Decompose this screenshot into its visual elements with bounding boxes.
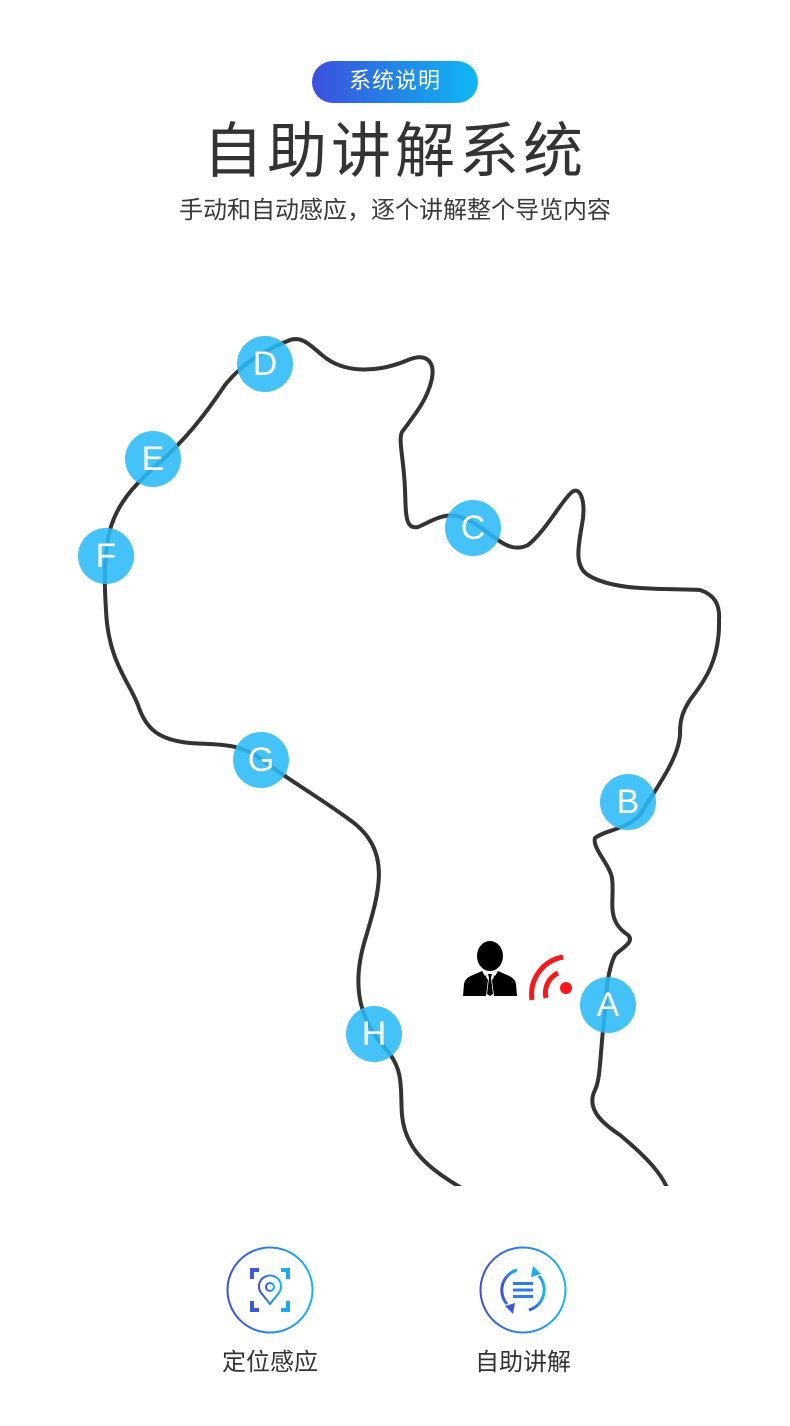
refresh-list-icon [479,1246,567,1334]
feature-label-self-guided: 自助讲解 [475,1348,571,1376]
feature-self-guided-explanation[interactable]: 自助讲解 [448,1246,598,1380]
exhibit-pin-b[interactable]: B [600,774,656,830]
location-scan-icon [226,1246,314,1334]
exhibit-pin-d[interactable]: D [237,336,293,392]
exhibit-pin-f[interactable]: F [78,528,134,584]
exhibit-pin-h[interactable]: H [346,1006,402,1062]
feature-label-location-sensing: 定位感应 [222,1348,318,1376]
exhibit-pin-c[interactable]: C [445,500,501,556]
system-description-badge: 系统说明 [312,61,478,103]
exhibit-pin-a[interactable]: A [580,977,636,1033]
page-subtitle: 手动和自动感应，逐个讲解整个导览内容 [179,196,611,224]
exhibit-pin-g[interactable]: G [233,732,289,788]
exhibit-pin-e[interactable]: E [125,431,181,487]
page-title: 自助讲解系统 [203,117,587,187]
feature-location-sensing[interactable]: 定位感应 [195,1246,345,1380]
route-line [102,337,722,1186]
tour-route-map: A B C D E F G H [78,336,722,1186]
